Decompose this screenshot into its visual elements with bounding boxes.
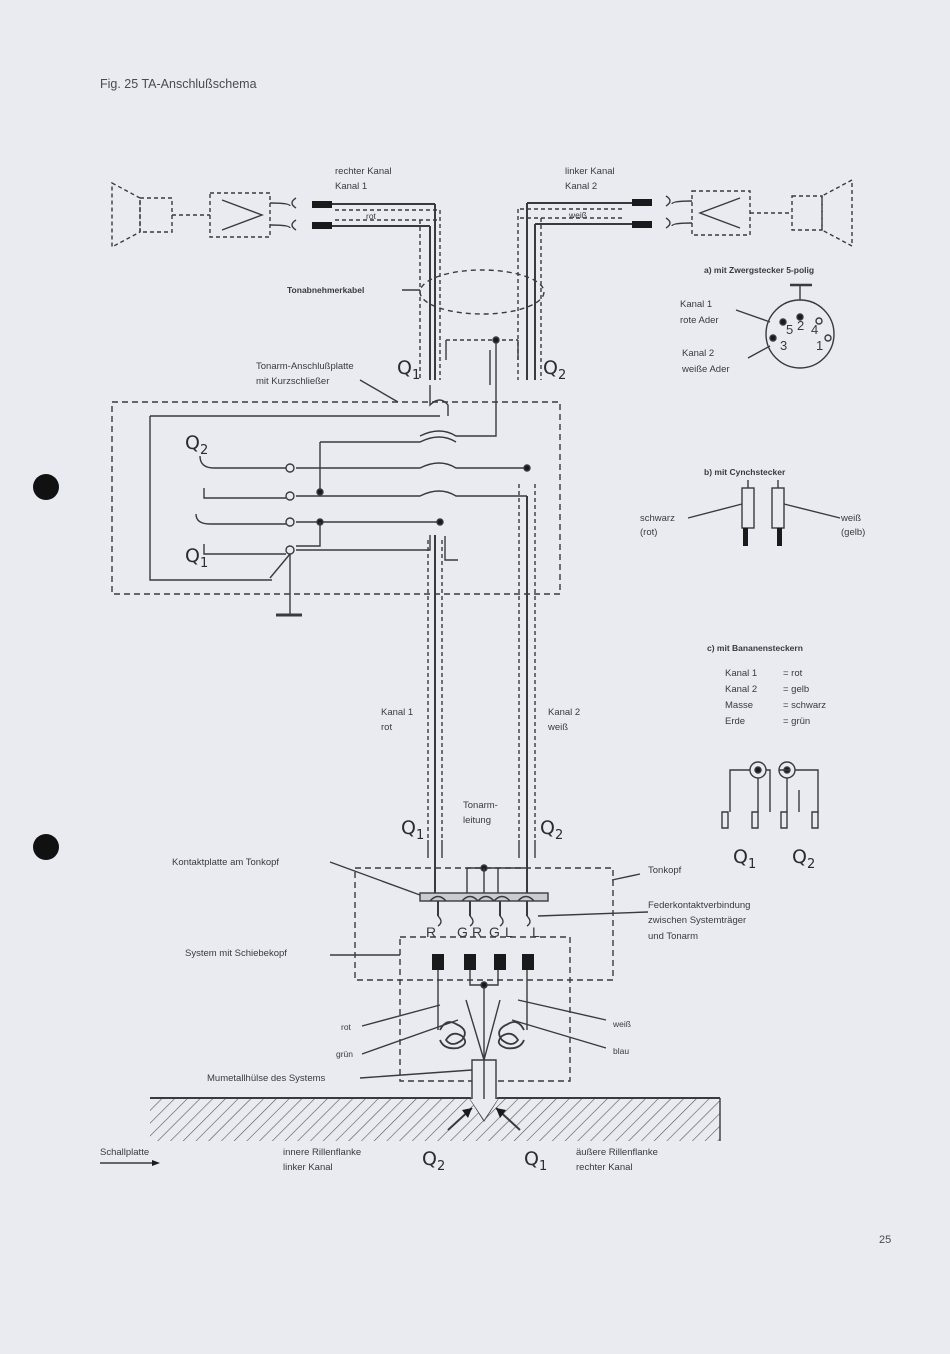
q1-label-top: Q1 xyxy=(397,357,421,383)
weiss-label: weiß xyxy=(613,1019,631,1029)
pin-r-1: R xyxy=(426,924,437,940)
huelse-label: Mumetallhülse des Systems xyxy=(207,1073,326,1084)
panel-c-val-2: = gelb xyxy=(783,684,810,695)
panel-a-kanal2: Kanal 2 xyxy=(682,348,715,359)
pin-g-1: G xyxy=(457,924,468,940)
plate-label: Tonarm-Anschlußplatte xyxy=(256,361,354,372)
right-amplifier-icon xyxy=(691,190,751,236)
q2-label-plate: Q2 xyxy=(185,432,209,458)
q2-label-groove: Q2 xyxy=(422,1148,446,1174)
panel-b-left: schwarz xyxy=(640,513,675,524)
cinch-plug-icon xyxy=(687,480,841,546)
panel-c-key-1: Kanal 1 xyxy=(725,668,758,679)
panel-b-left-2: (rot) xyxy=(640,527,658,538)
q2-label-banana: Q2 xyxy=(792,846,816,872)
left-speaker-icon xyxy=(111,181,173,249)
cable-label: Tonabnehmerkabel xyxy=(287,285,365,295)
blau-label: blau xyxy=(613,1046,630,1056)
din-pin-4: 4 xyxy=(811,322,819,337)
din-pin-2: 2 xyxy=(797,318,805,333)
kanal1-color: rot xyxy=(381,722,393,733)
punch-hole-top xyxy=(33,474,59,500)
aeussere-label: äußere Rillenflanke xyxy=(576,1147,658,1158)
panel-c-key-3: Masse xyxy=(725,700,753,711)
right-speaker-icon xyxy=(791,178,853,248)
kanal1-label: Kanal 1 xyxy=(381,707,414,718)
innere-label-2: linker Kanal xyxy=(283,1162,333,1173)
right-channel-number: Kanal 1 xyxy=(335,181,368,192)
panel-c-title: c) mit Bananensteckern xyxy=(707,643,803,653)
q1-label-plate: Q1 xyxy=(185,545,209,571)
din-plug-icon xyxy=(735,283,835,369)
left-channel-number: Kanal 2 xyxy=(565,181,598,192)
din-pin-3: 3 xyxy=(780,338,788,353)
q1-label-groove: Q1 xyxy=(524,1148,548,1174)
right-channel-label: rechter Kanal xyxy=(335,166,392,177)
kanal2-label: Kanal 2 xyxy=(548,707,581,718)
page-number: 25 xyxy=(879,1234,892,1246)
wire-weiss-label: weiß xyxy=(569,210,587,220)
q1-label-arm: Q1 xyxy=(401,817,425,843)
wire-rot-label: rot xyxy=(366,211,376,221)
panel-a-kanal1-ader: rote Ader xyxy=(680,315,719,326)
tonarm-leitung-label-2: leitung xyxy=(463,815,491,826)
feder-label-1: Federkontaktverbindung xyxy=(648,900,751,911)
panel-c-val-3: = schwarz xyxy=(783,700,827,711)
schallplatte-label: Schallplatte xyxy=(100,1147,150,1158)
q1-label-banana: Q1 xyxy=(733,846,757,872)
panel-a-title: a) mit Zwergstecker 5-polig xyxy=(704,265,815,275)
switch-contacts xyxy=(195,455,302,617)
panel-b-right: weiß xyxy=(841,513,862,524)
system-label: System mit Schiebekopf xyxy=(185,948,287,959)
panel-a-kanal1: Kanal 1 xyxy=(680,299,713,310)
punch-hole-bottom xyxy=(33,834,59,860)
plate-label-2: mit Kurzschließer xyxy=(256,376,330,387)
feder-label-2: zwischen Systemträger xyxy=(648,915,747,926)
rot-label: rot xyxy=(341,1022,351,1032)
tonkopf-label: Tonkopf xyxy=(648,865,682,876)
panel-a-kanal2-ader: weiße Ader xyxy=(682,364,730,375)
panel-b-title: b) mit Cynchstecker xyxy=(704,467,786,477)
panel-c-key-2: Kanal 2 xyxy=(725,684,758,695)
panel-b-right-2: (gelb) xyxy=(841,527,866,538)
aeussere-label-2: rechter Kanal xyxy=(576,1162,633,1173)
panel-c-key-4: Erde xyxy=(725,716,746,727)
kontaktplatte-label: Kontaktplatte am Tonkopf xyxy=(172,857,280,868)
panel-c-val-4: = grün xyxy=(783,716,811,727)
tonarm-leitung-label: Tonarm- xyxy=(463,800,498,811)
pin-l-2: L xyxy=(532,924,540,940)
banana-plug-icon xyxy=(721,761,819,829)
q2-label-top: Q2 xyxy=(543,357,567,383)
left-channel-label: linker Kanal xyxy=(565,166,615,177)
figure-title: Fig. 25 TA-Anschlußschema xyxy=(100,77,257,91)
gruen-label: grün xyxy=(336,1049,354,1059)
left-amplifier-icon xyxy=(209,192,271,238)
panel-c-val-1: = rot xyxy=(783,668,803,679)
pin-g-2: G xyxy=(489,924,500,940)
innere-label: innere Rillenflanke xyxy=(283,1147,362,1158)
din-pin-5: 5 xyxy=(786,322,794,337)
kanal2-color: weiß xyxy=(548,722,569,733)
feder-label-3: und Tonarm xyxy=(648,931,698,942)
din-pin-1: 1 xyxy=(816,338,824,353)
pin-r-2: R xyxy=(472,924,483,940)
q2-label-arm: Q2 xyxy=(540,817,564,843)
pin-l-1: L xyxy=(505,924,513,940)
